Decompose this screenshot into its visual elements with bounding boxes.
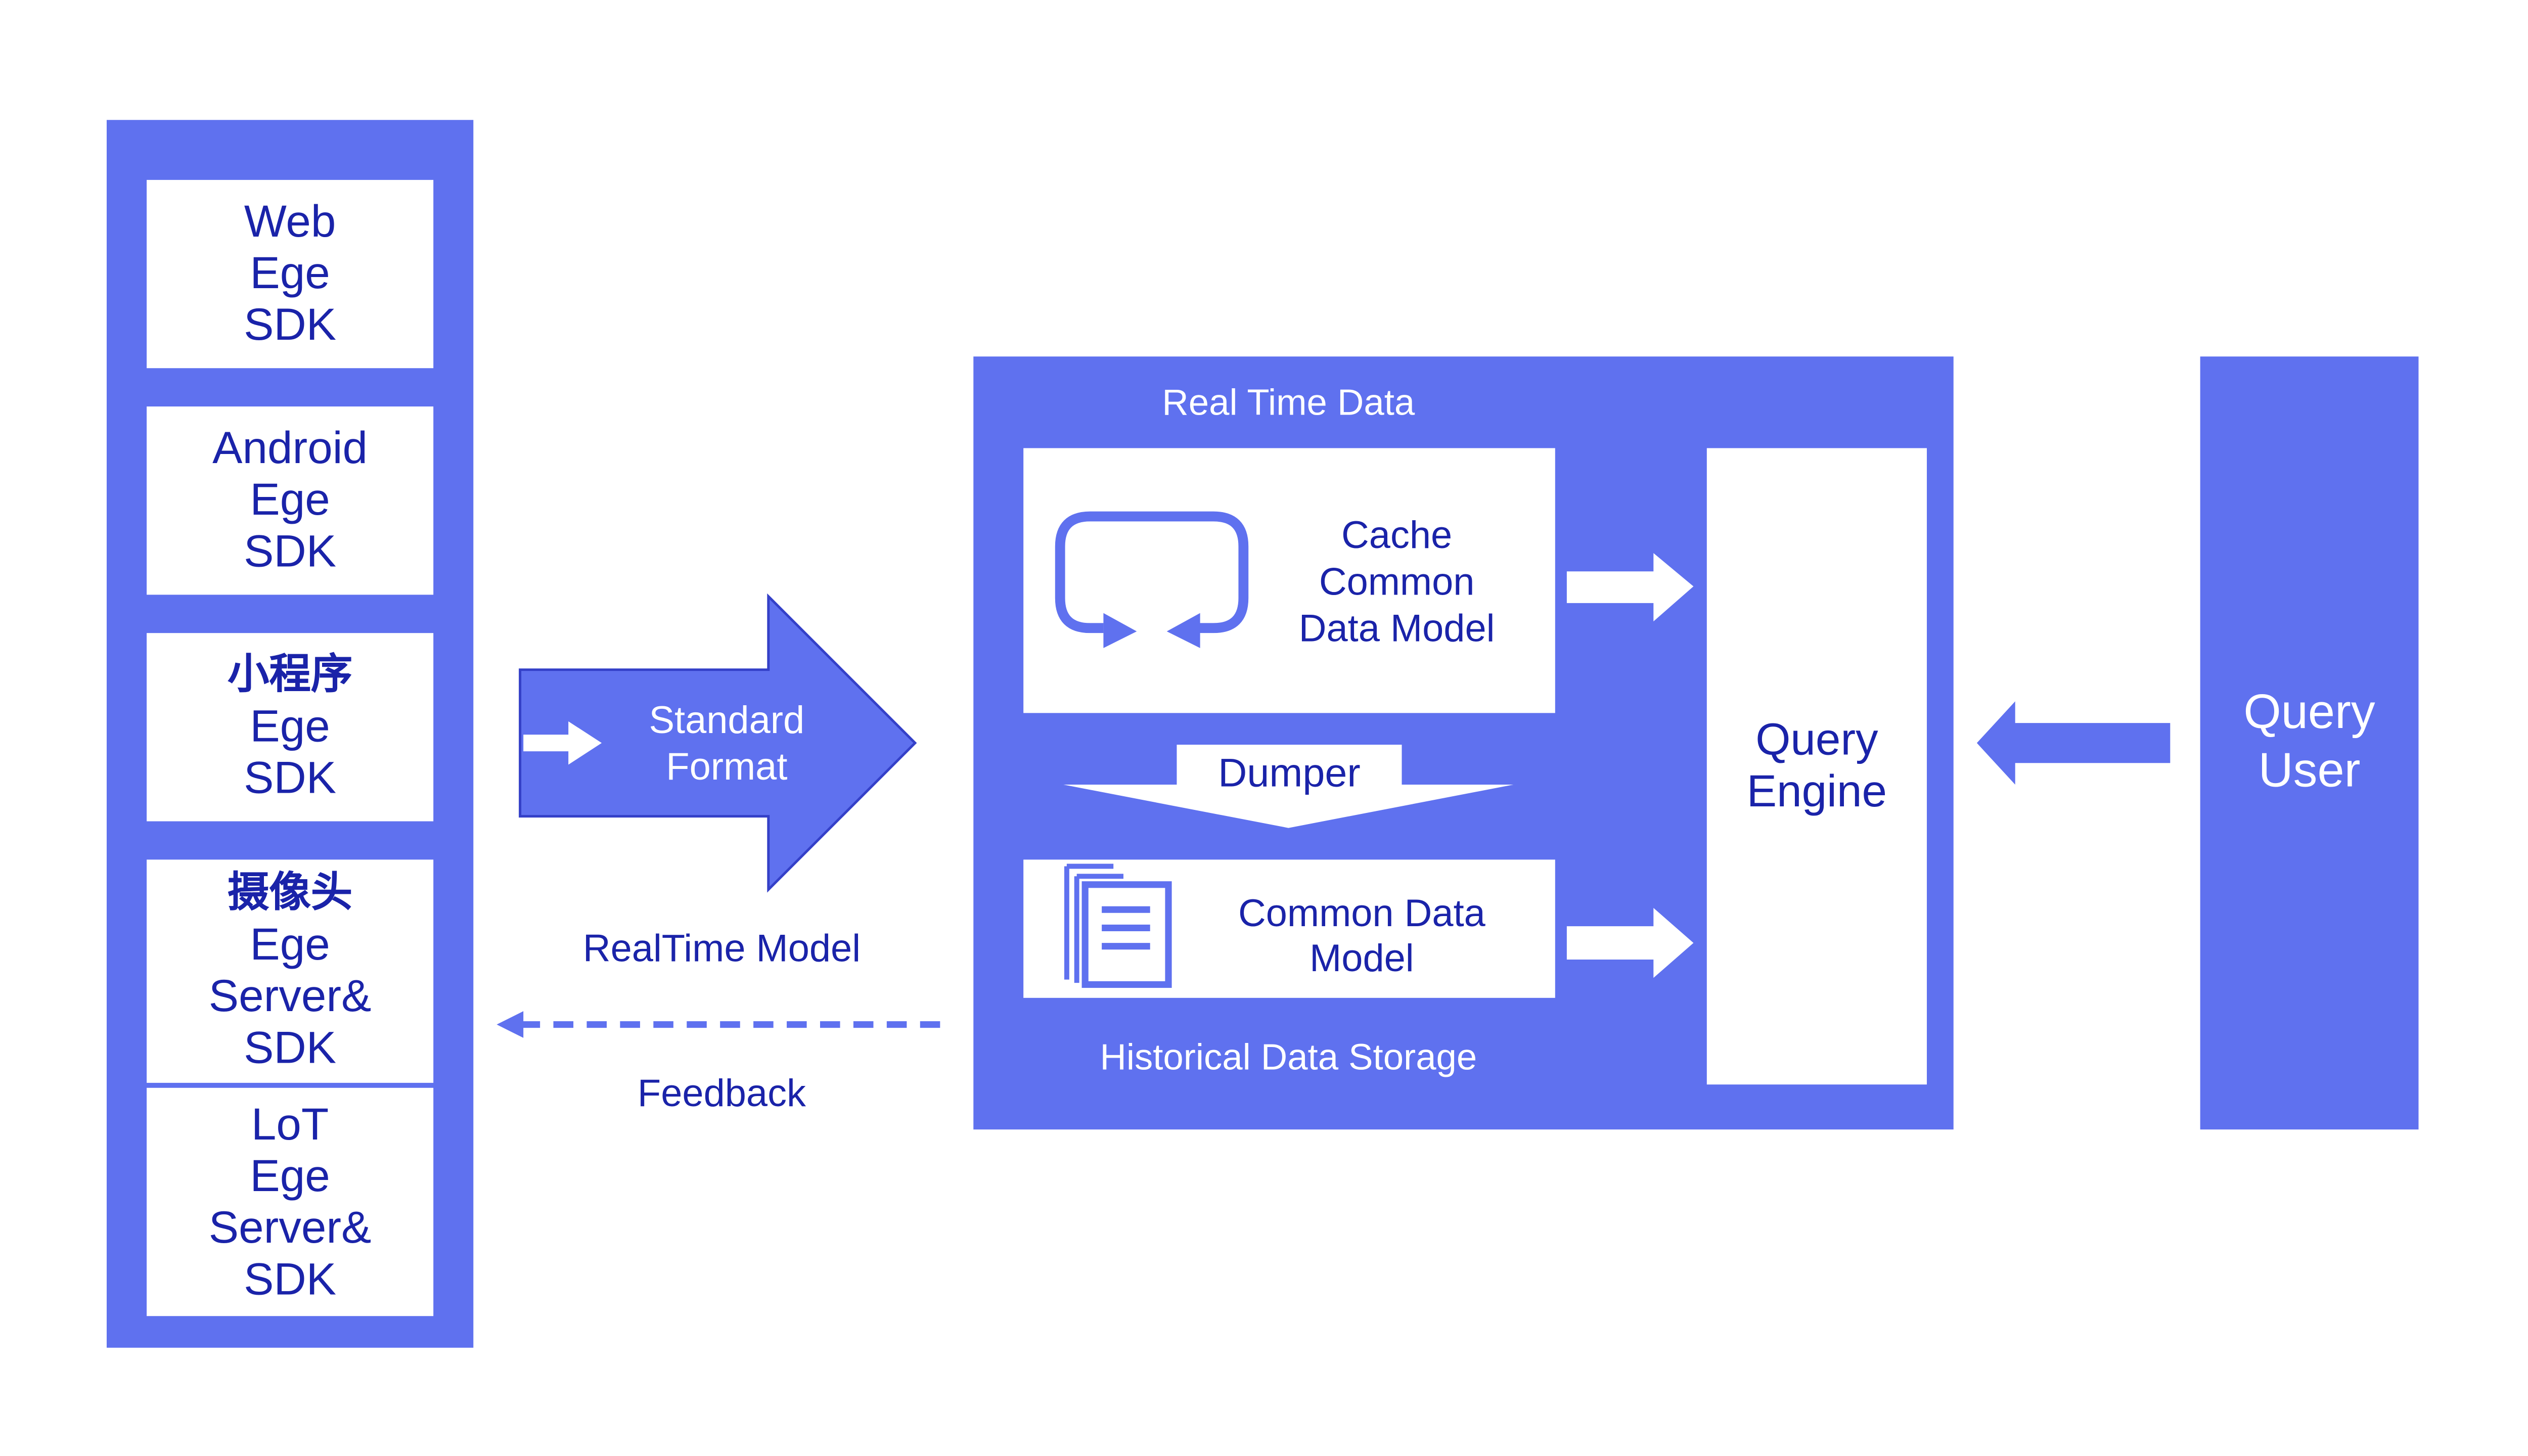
query-engine-line: Engine bbox=[1746, 766, 1887, 816]
historical-data-storage-label: Historical Data Storage bbox=[1100, 1036, 1477, 1078]
source-line: Ege bbox=[250, 701, 330, 752]
query-user-line: User bbox=[2258, 744, 2361, 798]
cache-box bbox=[1023, 448, 1555, 713]
realtime-model-label: RealTime Model bbox=[582, 926, 861, 970]
cache-line: Common bbox=[1319, 560, 1475, 603]
source-android-sdk: Android Ege SDK bbox=[147, 406, 434, 595]
source-line: Ege bbox=[250, 475, 330, 525]
standard-format-arrow-shape bbox=[519, 593, 917, 893]
small-arrow-icon bbox=[523, 721, 602, 765]
source-line: SDK bbox=[244, 1023, 337, 1073]
source-camera-sdk: 摄像头 Ege Server& SDK bbox=[147, 859, 434, 1083]
source-miniprogram-sdk: 小程序 Ege SDK bbox=[147, 633, 434, 822]
query-engine-line: Query bbox=[1755, 714, 1878, 765]
source-line: SDK bbox=[244, 526, 337, 577]
source-line: Web bbox=[244, 196, 336, 247]
standard-format-line: Format bbox=[666, 744, 788, 788]
storage-label: Common Data Model bbox=[1193, 888, 1530, 984]
storage-line: Common Data bbox=[1238, 891, 1485, 935]
source-line: Ege bbox=[250, 248, 330, 298]
query-user-line: Query bbox=[2243, 686, 2375, 740]
source-line: SDK bbox=[244, 300, 337, 350]
source-line: 小程序 bbox=[227, 651, 353, 698]
dumper-arrow-shape bbox=[1063, 744, 1514, 828]
source-line: SDK bbox=[244, 753, 337, 803]
query-engine-box: Query Engine bbox=[1706, 448, 1927, 1085]
source-web-sdk: Web Ege SDK bbox=[147, 179, 434, 369]
user-to-engine-arrow-shape bbox=[1976, 701, 2171, 785]
source-iot-sdk: LoT Ege Server& SDK bbox=[147, 1087, 434, 1316]
cache-label: Cache Common Data Model bbox=[1263, 507, 1530, 657]
storage-to-engine-arrow bbox=[1566, 907, 1694, 978]
cache-line: Data Model bbox=[1298, 606, 1495, 650]
source-line: Server& bbox=[208, 1202, 372, 1252]
loop-arrowhead bbox=[1166, 613, 1200, 648]
source-line: LoT bbox=[251, 1099, 329, 1149]
feedback-label: Feedback bbox=[637, 1071, 806, 1115]
source-line: Ege bbox=[250, 1150, 330, 1201]
real-time-data-label: Real Time Data bbox=[1162, 381, 1415, 423]
standard-format-line: Standard bbox=[649, 698, 805, 742]
standard-format-label: Standard Format bbox=[613, 690, 840, 796]
cache-to-engine-arrow bbox=[1566, 553, 1694, 622]
query-user-box: Query User bbox=[2200, 356, 2419, 1130]
feedback-arrowhead bbox=[496, 1011, 524, 1038]
storage-line: Model bbox=[1310, 936, 1414, 980]
dumper-label: Dumper bbox=[1218, 751, 1361, 797]
source-line: Android bbox=[212, 423, 368, 473]
source-line: Ege bbox=[250, 919, 330, 970]
loop-arrowhead bbox=[1103, 613, 1137, 648]
source-line: Server& bbox=[208, 971, 372, 1021]
source-line: SDK bbox=[244, 1253, 337, 1304]
source-line: 摄像头 bbox=[227, 870, 353, 917]
cache-line: Cache bbox=[1341, 513, 1453, 557]
